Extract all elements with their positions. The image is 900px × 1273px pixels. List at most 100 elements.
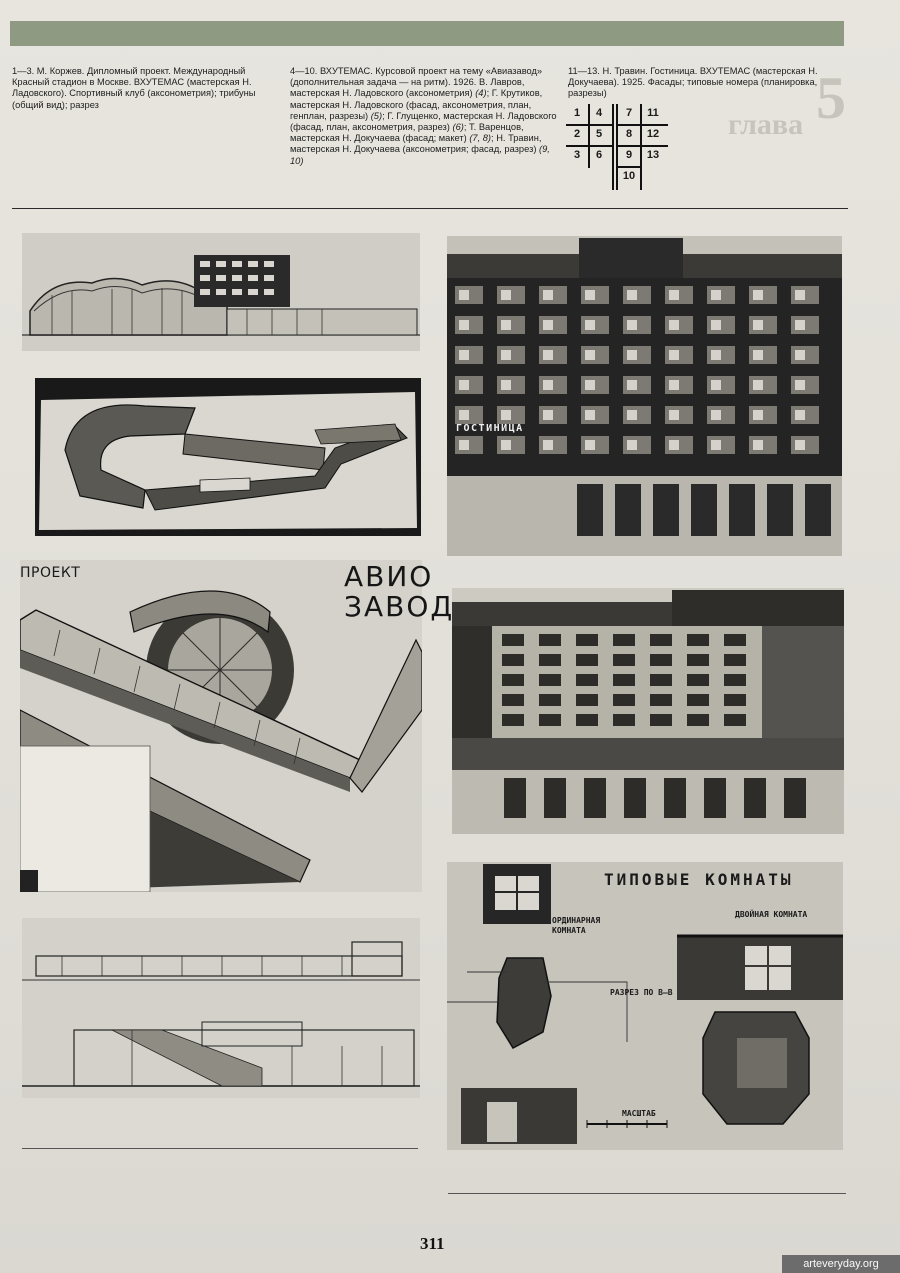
caption-ref: (6): [449, 122, 464, 133]
facade-window-pane: [753, 410, 763, 420]
facade-window: [502, 714, 524, 726]
facade-window-pane: [543, 410, 553, 420]
facade-window: [502, 634, 524, 646]
facade-window-pane: [459, 440, 469, 450]
label-scale: МАСШТАБ: [622, 1109, 656, 1118]
facade-window: [687, 714, 709, 726]
ground-floor-window: [544, 778, 566, 818]
grid-line: [566, 124, 612, 126]
caption-plates-11-13: 11—13. Н. Травин. Гостиница. ВХУТЕМАС (м…: [568, 66, 818, 99]
facade-window: [613, 634, 635, 646]
facade-window: [724, 694, 746, 706]
grid-line: [640, 104, 642, 190]
drawing-stadium-club: [22, 233, 420, 351]
grid-line: [588, 104, 590, 168]
facade-window-pane: [585, 320, 595, 330]
label-section: РАЗРЕЗ ПО В—В: [610, 988, 673, 997]
facade-window: [724, 654, 746, 666]
grid-number: 7: [625, 107, 633, 119]
ground-floor-window: [704, 778, 726, 818]
facade-window-pane: [627, 290, 637, 300]
facade-window-pane: [543, 350, 553, 360]
facade-window-pane: [501, 440, 511, 450]
grid-line: [616, 104, 618, 190]
plate-number-grid: 1 2 3 4 5 6 7 8 9 10 11 12 13: [566, 104, 670, 190]
facade-window: [650, 654, 672, 666]
facade-window-pane: [711, 410, 721, 420]
facade-window-pane: [459, 290, 469, 300]
grid-number: 11: [647, 107, 659, 119]
facade-window: [650, 714, 672, 726]
grid-number: 4: [595, 107, 603, 119]
facade-window-pane: [459, 380, 469, 390]
grid-number: 2: [573, 128, 581, 140]
plate-facade-section: [22, 918, 420, 1098]
facade-window-pane: [711, 320, 721, 330]
facade-window: [502, 694, 524, 706]
facade-window-pane: [585, 440, 595, 450]
facade-window-pane: [669, 320, 679, 330]
facade-window-pane: [543, 290, 553, 300]
plate-hotel-facade-main: [447, 236, 842, 556]
caption-plates-4-10: 4—10. ВХУТЕМАС. Курсовой проект на тему …: [290, 66, 560, 167]
facade-window: [613, 714, 635, 726]
plate-hotel-facade-side: [452, 588, 844, 834]
divider-rule: [22, 1148, 418, 1149]
facade-window: [687, 674, 709, 686]
facade-window: [539, 714, 561, 726]
facade-window: [613, 674, 635, 686]
facade-window-pane: [627, 440, 637, 450]
facade-window-pane: [795, 380, 805, 390]
facade-window-pane: [501, 350, 511, 360]
label-proekt: ПРОЕКТ: [20, 565, 81, 581]
facade-window: [576, 674, 598, 686]
facade-window: [613, 654, 635, 666]
facade-window-pane: [669, 440, 679, 450]
grid-line: [616, 124, 668, 126]
grid-line: [612, 104, 614, 190]
facade-window: [724, 674, 746, 686]
facade-window-pane: [711, 350, 721, 360]
ground-floor-window: [805, 484, 831, 536]
plate-stadium-club: [22, 233, 420, 351]
label-line: АВИО: [344, 560, 434, 593]
facade-window-pane: [669, 290, 679, 300]
facade-window-pane: [501, 410, 511, 420]
caption-text: 4—10. ВХУТЕМАС. Курсовой проект на тему …: [290, 66, 543, 99]
ground-floor-window: [744, 778, 766, 818]
grid-number: 3: [573, 149, 581, 161]
facade-window-pane: [627, 410, 637, 420]
facade-window-pane: [627, 380, 637, 390]
drawing-typical-rooms: [447, 862, 843, 1150]
ground-floor-window: [767, 484, 793, 536]
facade-window: [539, 634, 561, 646]
facade-window-pane: [753, 380, 763, 390]
facade-window: [502, 654, 524, 666]
grid-number: 9: [625, 149, 633, 161]
facade-window: [724, 634, 746, 646]
caption-ref: (9, 10): [290, 144, 550, 166]
facade-window-pane: [753, 440, 763, 450]
facade-window-pane: [711, 290, 721, 300]
facade-window-pane: [459, 320, 469, 330]
facade-window-pane: [753, 320, 763, 330]
facade-window-pane: [585, 350, 595, 360]
ground-floor-window: [784, 778, 806, 818]
facade-window-pane: [585, 380, 595, 390]
grid-number: 8: [625, 128, 633, 140]
chapter-numeral: 5: [816, 65, 846, 131]
facade-window: [576, 714, 598, 726]
facade-window: [539, 694, 561, 706]
facade-window-pane: [627, 320, 637, 330]
ground-floor-window: [691, 484, 717, 536]
ground-floor-window: [729, 484, 755, 536]
divider-rule: [448, 1193, 846, 1194]
ground-floor-window: [653, 484, 679, 536]
facade-window-pane: [501, 320, 511, 330]
ground-floor-window: [615, 484, 641, 536]
grid-line: [566, 145, 612, 147]
grid-number: 13: [646, 149, 660, 161]
chapter-word: глава: [728, 108, 804, 141]
